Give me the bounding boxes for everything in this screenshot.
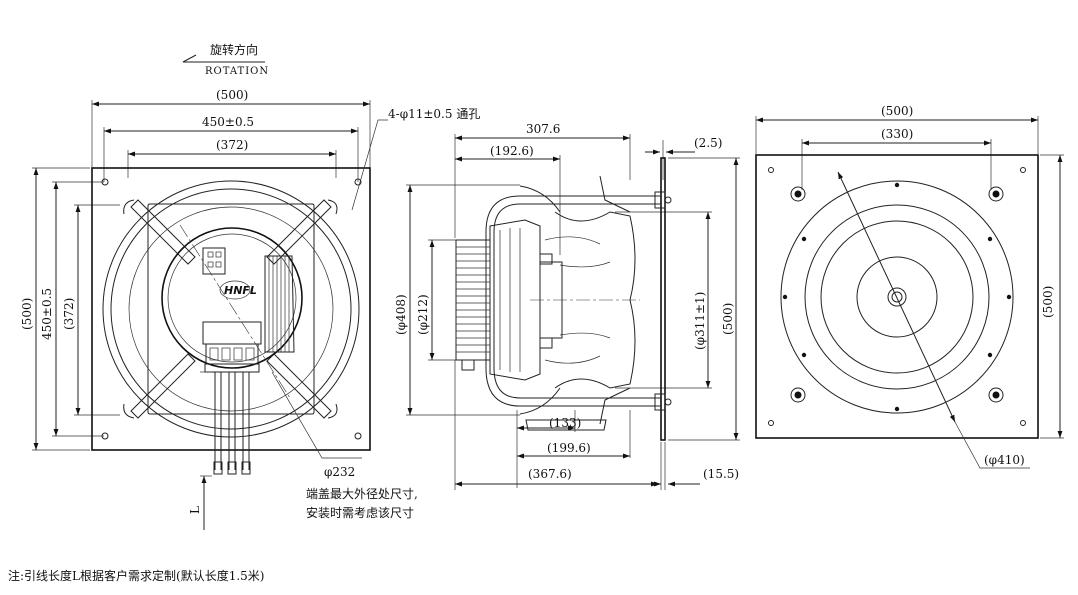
cover-note-line1: 端盖最大外径处尺寸, [306,487,418,501]
front-terminal-small [202,247,226,275]
rear-mounting-plate [755,154,1039,439]
rear-fastener-holes [790,186,1004,403]
cover-diameter-dim: φ232 [324,465,355,479]
side-impeller [519,175,636,431]
cover-note-line2: 安装时需考虑该尺寸 [306,505,414,520]
front-lead-wires [213,372,251,475]
front-width-dim: (500) [216,88,248,102]
front-hole-pitch-dim: 450±0.5 [202,115,254,129]
front-struts [123,199,338,419]
side-dim-199: (199.6) [547,441,591,455]
side-view: 307.6 (192.6) (2.5) (φ408) (φ212) (φ311±… [394,122,740,490]
rotation-label-cn: 旋转方向 [210,42,258,57]
holes-callout: 4-φ11±0.5 通孔 [388,107,480,121]
rear-mounting-holes [768,167,1026,426]
side-motor-dia-dim: (φ212) [416,294,430,335]
rear-width-dim: (500) [881,104,913,118]
side-impeller-dia-dim: (φ311±1) [693,292,707,350]
side-plate-thickness-dim: (2.5) [694,136,722,150]
side-dim-15: (15.5) [703,467,739,481]
rear-height-dim: (500) [1041,286,1055,318]
front-junction-box [202,321,262,373]
side-frame-dia-dim: (φ408) [394,294,408,335]
side-frame [485,191,672,411]
rotation-indicator: 旋转方向 ROTATION [182,42,269,77]
front-inner-dim: (372) [216,138,248,152]
front-mounting-holes [101,178,362,440]
front-hole-pitch-v-dim: 450±0.5 [40,288,54,340]
front-motor-cover [161,227,303,369]
rotation-label-en: ROTATION [205,66,269,77]
side-motor [489,219,563,381]
side-dim-133: (133) [549,416,581,430]
side-height-dim: (500) [721,303,735,335]
front-inner-v-dim: (372) [62,298,76,330]
rear-hole-pitch-dim: (330) [881,127,913,141]
side-mounting-plate [660,157,666,441]
front-view: (500) 450±0.5 (372) (500) 450±0.5 (372) [20,88,480,530]
rear-view: (500) (330) (500) [755,104,1064,469]
front-heatsink [264,255,295,353]
front-guard-ring-outer [102,180,360,438]
front-logo: HNFL [224,284,257,297]
front-height-dim: (500) [20,298,34,330]
rear-ring-diameter-dim: (φ410) [984,453,1025,467]
lead-length-dim: L [188,506,202,514]
side-motor-depth-dim: (192.6) [490,144,534,158]
side-depth-dim: 307.6 [526,122,560,136]
front-mounting-plate [91,167,371,451]
side-heatsink [455,239,491,371]
side-dim-367: (367.6) [528,467,572,481]
footnote: 注:引线长度L根据客户需求定制(默认长度1.5米) [8,568,264,583]
